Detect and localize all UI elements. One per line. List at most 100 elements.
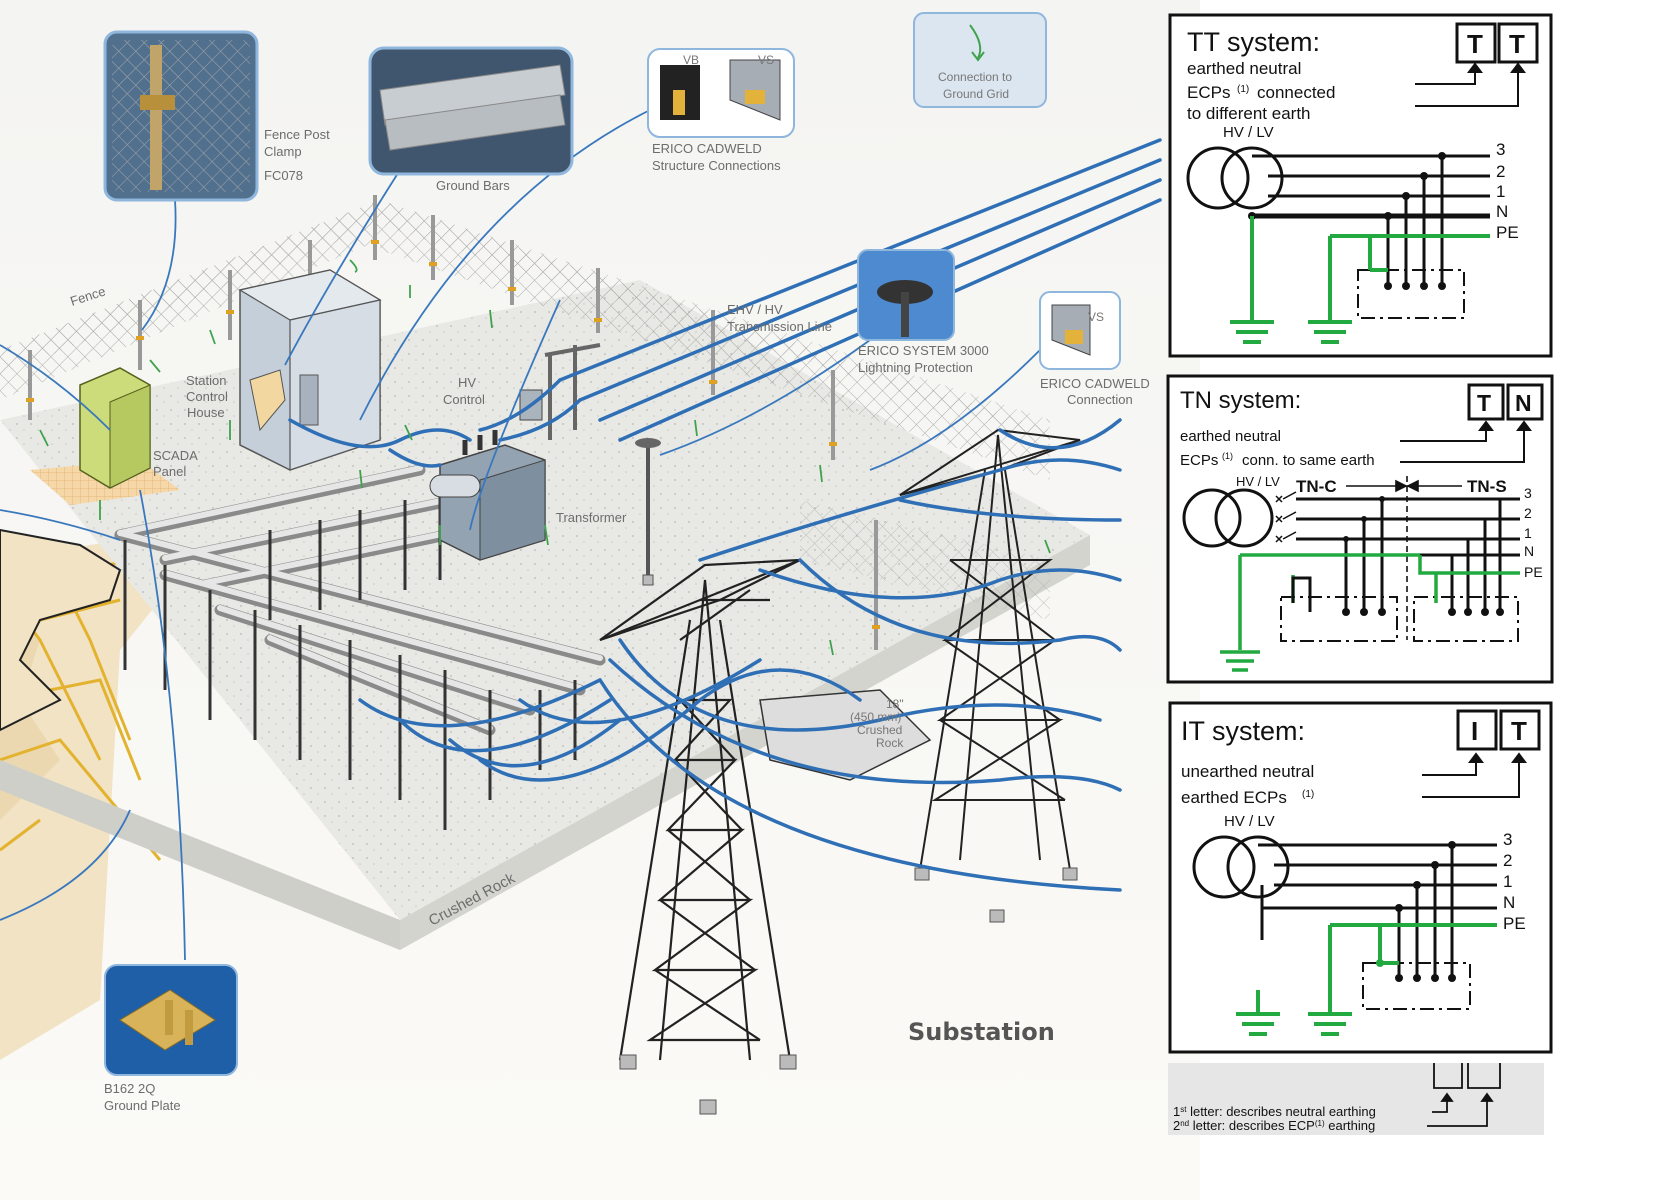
tt-phase-2: 2 xyxy=(1496,162,1505,181)
tt-phase-n: N xyxy=(1496,202,1508,221)
tt-title: TT system: xyxy=(1187,27,1320,57)
tt-sup: (1) xyxy=(1237,84,1249,95)
ground-connection-arrows xyxy=(39,259,1051,656)
fence-mesh-left xyxy=(0,200,380,400)
legend-line1-num: 1 xyxy=(1173,1104,1180,1119)
it-phase-pe: PE xyxy=(1503,914,1526,933)
legend-line1: 1st letter: describes neutral earthing xyxy=(1173,1104,1376,1119)
tn-letter2: N xyxy=(1515,390,1532,416)
label-system3000-1: ERICO SYSTEM 3000 xyxy=(858,343,989,358)
label-cadweld-conn-2: Connection xyxy=(1067,392,1133,407)
legend-line2-text2: earthing xyxy=(1325,1118,1376,1133)
label-ehv-2: Transmission Line xyxy=(727,319,832,334)
it-system-panel: IT system: unearthed neutral earthed ECP… xyxy=(1168,701,1553,1054)
tt-line2: ECPs xyxy=(1187,83,1230,102)
slab-edge-right xyxy=(400,535,1090,950)
tt-line2b: connected xyxy=(1257,83,1335,102)
it-line2: earthed ECPs xyxy=(1181,788,1287,807)
tn-letter1: T xyxy=(1477,390,1491,416)
label-crushed-18-2: (450 mm) xyxy=(850,710,901,724)
label-substation-title: Substation xyxy=(908,1018,1055,1046)
label-cadweld-conn-1: ERICO CADWELD xyxy=(1040,376,1150,391)
callout-system-3000 xyxy=(857,249,955,341)
legend-line2-sup2: (1) xyxy=(1315,1119,1325,1128)
tt-hvlv: HV / LV xyxy=(1223,124,1274,141)
label-ground-bars: Ground Bars xyxy=(436,178,510,193)
it-title: IT system: xyxy=(1181,716,1305,746)
label-system3000-2: Lightning Protection xyxy=(858,360,973,375)
tn-phase-2: 2 xyxy=(1524,505,1532,521)
legend-line2-num: 2 xyxy=(1173,1118,1180,1133)
it-line1: unearthed neutral xyxy=(1181,762,1314,781)
it-sup: (1) xyxy=(1302,789,1314,800)
slab-edge-left xyxy=(0,760,400,950)
tt-letter1: T xyxy=(1467,29,1483,59)
label-vb: VB xyxy=(683,53,699,67)
it-letter2: T xyxy=(1511,716,1527,746)
excavation-cutout xyxy=(0,528,122,732)
tn-line2: ECPs xyxy=(1180,452,1218,469)
it-letter1: I xyxy=(1471,716,1478,746)
tt-phase-3: 3 xyxy=(1496,140,1505,159)
legend-line2-text: letter: describes ECP xyxy=(1189,1118,1315,1133)
tn-sup: (1) xyxy=(1222,451,1233,461)
label-hv-1: HV xyxy=(458,375,476,390)
legend-line2-sup: nd xyxy=(1180,1119,1189,1128)
label-fence-post-2: Clamp xyxy=(264,144,302,159)
tn-phase-3: 3 xyxy=(1524,485,1532,501)
letter-legend-note: 1st letter: describes neutral earthing 2… xyxy=(1168,1063,1544,1135)
tn-tns-label: TN-S xyxy=(1467,477,1507,496)
it-phase-n: N xyxy=(1503,893,1515,912)
tower-back-footings xyxy=(914,867,1078,923)
tn-hvlv: HV / LV xyxy=(1236,474,1280,489)
label-vs: VS xyxy=(758,53,774,67)
callout-ground-plate xyxy=(104,964,238,1076)
callout-cadweld-structure xyxy=(647,48,795,138)
label-scada-2: Panel xyxy=(153,464,186,479)
hv-structure xyxy=(544,343,601,440)
callout-fence-post-clamp xyxy=(103,30,259,202)
tn-phase-pe: PE xyxy=(1524,564,1543,580)
tn-phase-n: N xyxy=(1524,543,1534,559)
station-control-house xyxy=(238,269,382,471)
tn-line1: earthed neutral xyxy=(1180,428,1281,445)
label-ehv-1: EHV / HV xyxy=(727,302,783,317)
label-fence-post-1: Fence Post xyxy=(264,127,330,142)
legend-line1-sup: st xyxy=(1180,1105,1187,1114)
label-station-1: Station xyxy=(186,373,226,388)
scada-panel xyxy=(30,367,180,505)
label-crushed-18-4: Rock xyxy=(876,736,904,750)
tt-phase-pe: PE xyxy=(1496,223,1519,242)
legend-line1-text: letter: describes neutral earthing xyxy=(1186,1104,1375,1119)
it-phase-1: 1 xyxy=(1503,872,1512,891)
label-station-2: Control xyxy=(186,389,228,404)
label-scada-1: SCADA xyxy=(153,448,198,463)
tn-line2b: conn. to same earth xyxy=(1242,452,1375,469)
label-plate-1: B162 2Q xyxy=(104,1081,155,1096)
label-conn-grid-1: Connection to xyxy=(938,70,1012,84)
label-transformer: Transformer xyxy=(556,510,627,525)
label-cadweld-structure-1: ERICO CADWELD xyxy=(652,141,762,156)
label-crushed-18-1: 18" xyxy=(886,697,904,711)
tn-title: TN system: xyxy=(1180,387,1301,414)
it-phase-3: 3 xyxy=(1503,830,1512,849)
transformer xyxy=(429,430,546,561)
crushed-rock-cutout xyxy=(759,689,932,781)
label-station-3: House xyxy=(187,405,225,420)
label-vs-2: VS xyxy=(1088,310,1104,324)
it-hvlv: HV / LV xyxy=(1224,813,1275,830)
tt-system-panel: TT system: earthed neutral ECPs (1) conn… xyxy=(1168,13,1553,358)
bus-legs xyxy=(123,495,577,830)
tt-line3: to different earth xyxy=(1187,104,1311,123)
label-cadweld-structure-2: Structure Connections xyxy=(652,158,781,173)
it-phase-2: 2 xyxy=(1503,851,1512,870)
tower-front-footings xyxy=(619,1054,797,1115)
tn-tnc-label: TN-C xyxy=(1296,477,1337,496)
label-conn-grid-2: Ground Grid xyxy=(943,87,1009,101)
label-fence-post-3: FC078 xyxy=(264,168,303,183)
tn-phase-1: 1 xyxy=(1524,525,1532,541)
tt-line1: earthed neutral xyxy=(1187,59,1301,78)
tt-letter2: T xyxy=(1509,29,1525,59)
